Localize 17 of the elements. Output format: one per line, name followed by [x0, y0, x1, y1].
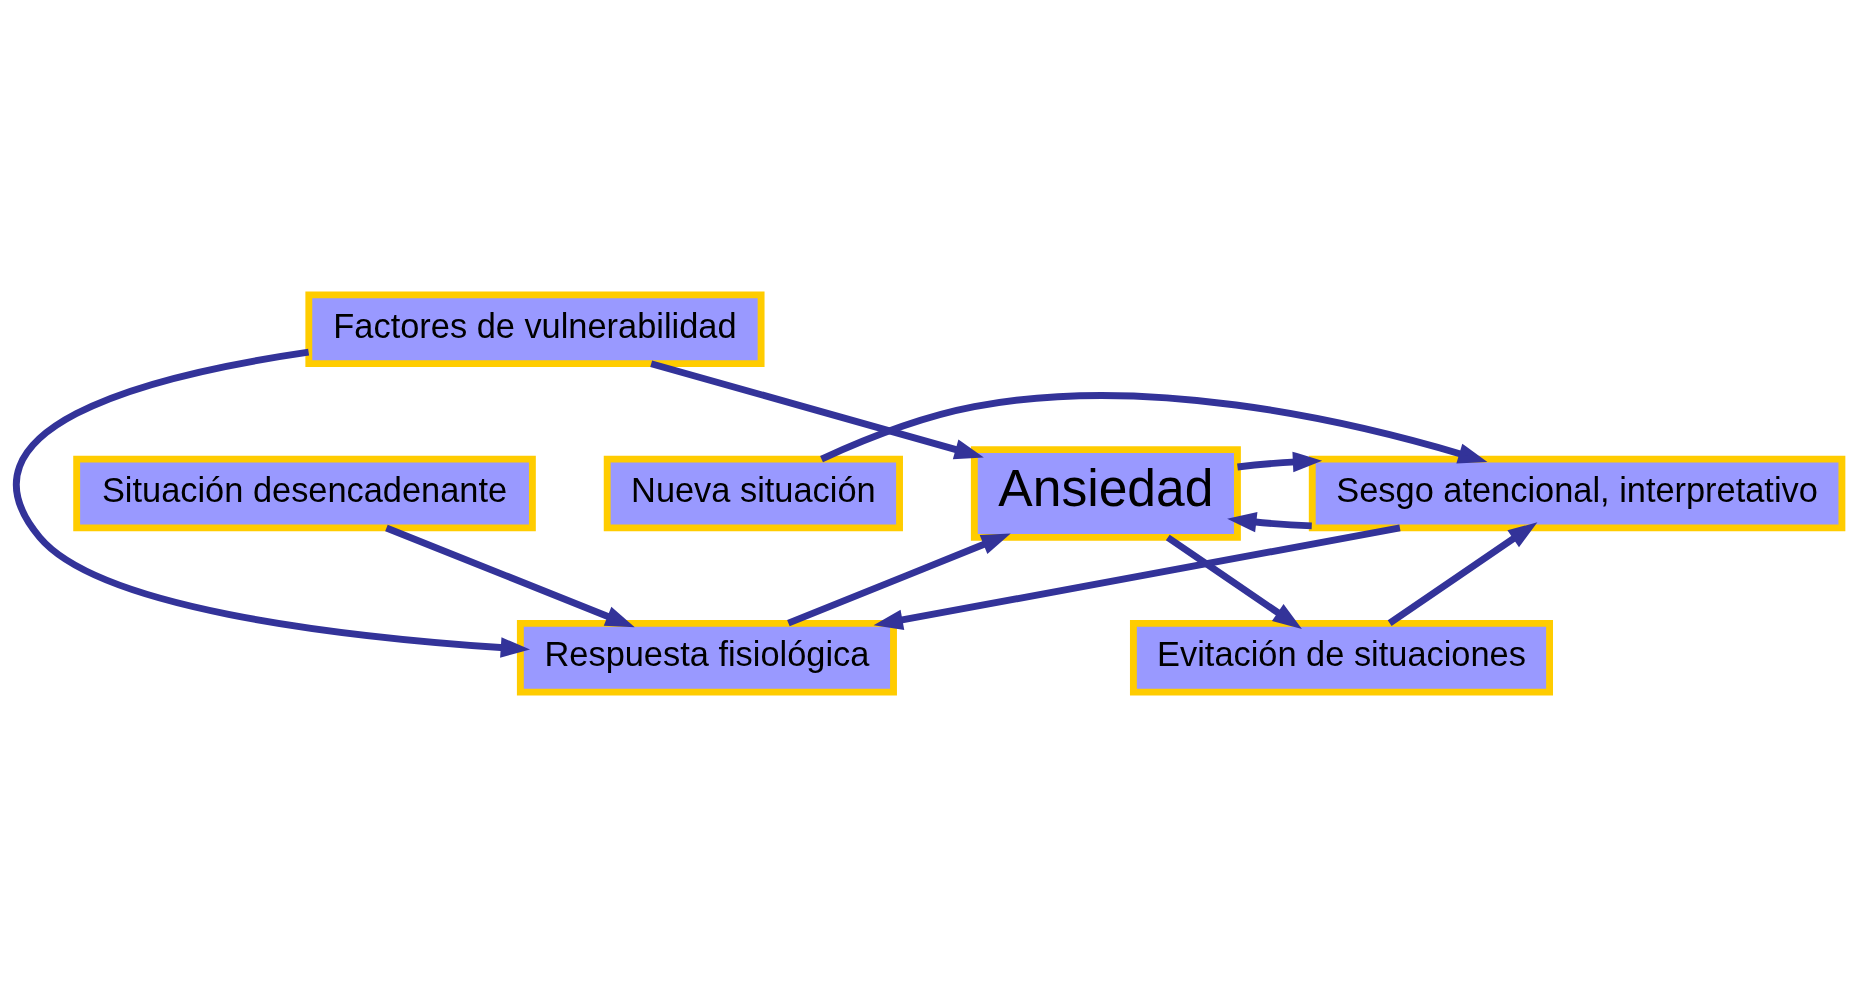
node-box: Evitación de situaciones — [1129, 619, 1553, 696]
arrow — [1165, 534, 1302, 630]
node-box: Ansiedad — [970, 446, 1241, 541]
arrow — [787, 533, 1011, 627]
arrow — [820, 392, 1488, 464]
arrow — [13, 348, 531, 658]
arrow — [1227, 511, 1312, 533]
arrow — [650, 360, 984, 460]
arrow — [1237, 451, 1323, 473]
node-box: Respuesta fisiológica — [516, 619, 897, 696]
node-box: Factores de vulnerabilidad — [305, 291, 765, 368]
node-box: Sesgo atencional, interpretativo — [1308, 455, 1846, 532]
node-box: Nueva situación — [603, 455, 903, 532]
arrow — [1387, 522, 1538, 626]
arrow — [385, 524, 635, 628]
arrow — [873, 524, 1401, 630]
node-box: Situación desencadenante — [73, 455, 536, 532]
